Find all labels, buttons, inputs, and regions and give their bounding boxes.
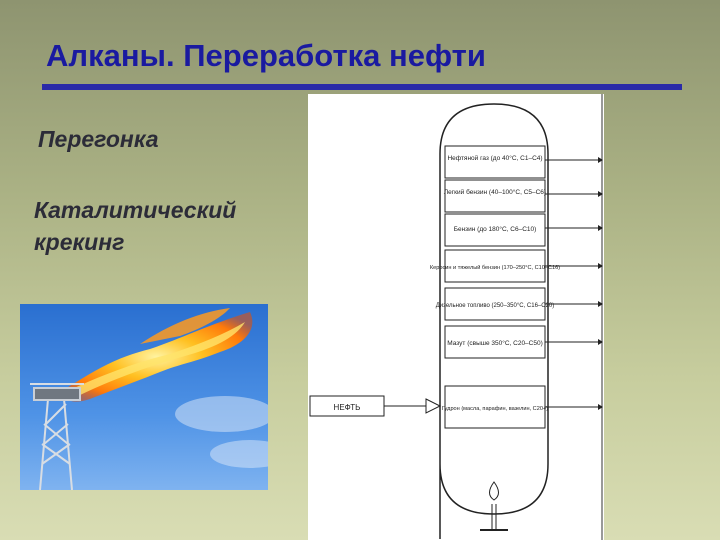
column-outline [439, 103, 549, 539]
gas-flare-photo [20, 304, 268, 490]
fraction-label-3: Бензин (до 180°C, C6–C10) [454, 225, 537, 233]
residue-row: Гудрон (масла, парафин, вазелин, C20+) [442, 385, 603, 429]
bullet-distillation: Перегонка [38, 126, 159, 152]
oil-input-label: НЕФТЬ [334, 403, 361, 412]
fraction-row-1: Нефтяной газ (до 40°C, C1–C4) [444, 145, 603, 179]
oil-input: НЕФТЬ [309, 395, 442, 417]
flame-shape [60, 308, 253, 402]
fraction-label-5: Дизельное топливо (250–350°C, C16–C20) [436, 303, 555, 309]
fraction-label-6: Мазут (свыше 350°C, C20–C50) [447, 339, 543, 347]
residue-label: Гудрон (масла, парафин, вазелин, C20+) [442, 406, 548, 412]
fraction-row-2: Легкий бензин (40–100°C, C5–C6) [444, 179, 603, 213]
fraction-row-3: Бензин (до 180°C, C6–C10) [444, 213, 603, 247]
slide-title: Алканы. Переработка нефти [46, 38, 486, 73]
fraction-row-4: Керосин и тяжелый бензин (170–250°C, C10… [430, 249, 603, 283]
fraction-label-4: Керосин и тяжелый бензин (170–250°C, C10… [430, 264, 560, 271]
title-divider [42, 84, 682, 90]
bullet-catalytic-cracking: Каталитический крекинг [34, 197, 237, 255]
distillation-column-diagram: Нефтяной газ (до 40°C, C1–C4) Легкий бен… [308, 94, 604, 540]
fraction-row-6: Мазут (свыше 350°C, C20–C50) [444, 325, 603, 359]
fraction-label-2: Легкий бензин (40–100°C, C5–C6) [444, 188, 546, 196]
fraction-label-1: Нефтяной газ (до 40°C, C1–C4) [447, 154, 542, 162]
fraction-row-5: Дизельное топливо (250–350°C, C16–C20) [436, 287, 603, 321]
flare-stack-tower [30, 383, 84, 490]
burner-heater [480, 481, 508, 531]
